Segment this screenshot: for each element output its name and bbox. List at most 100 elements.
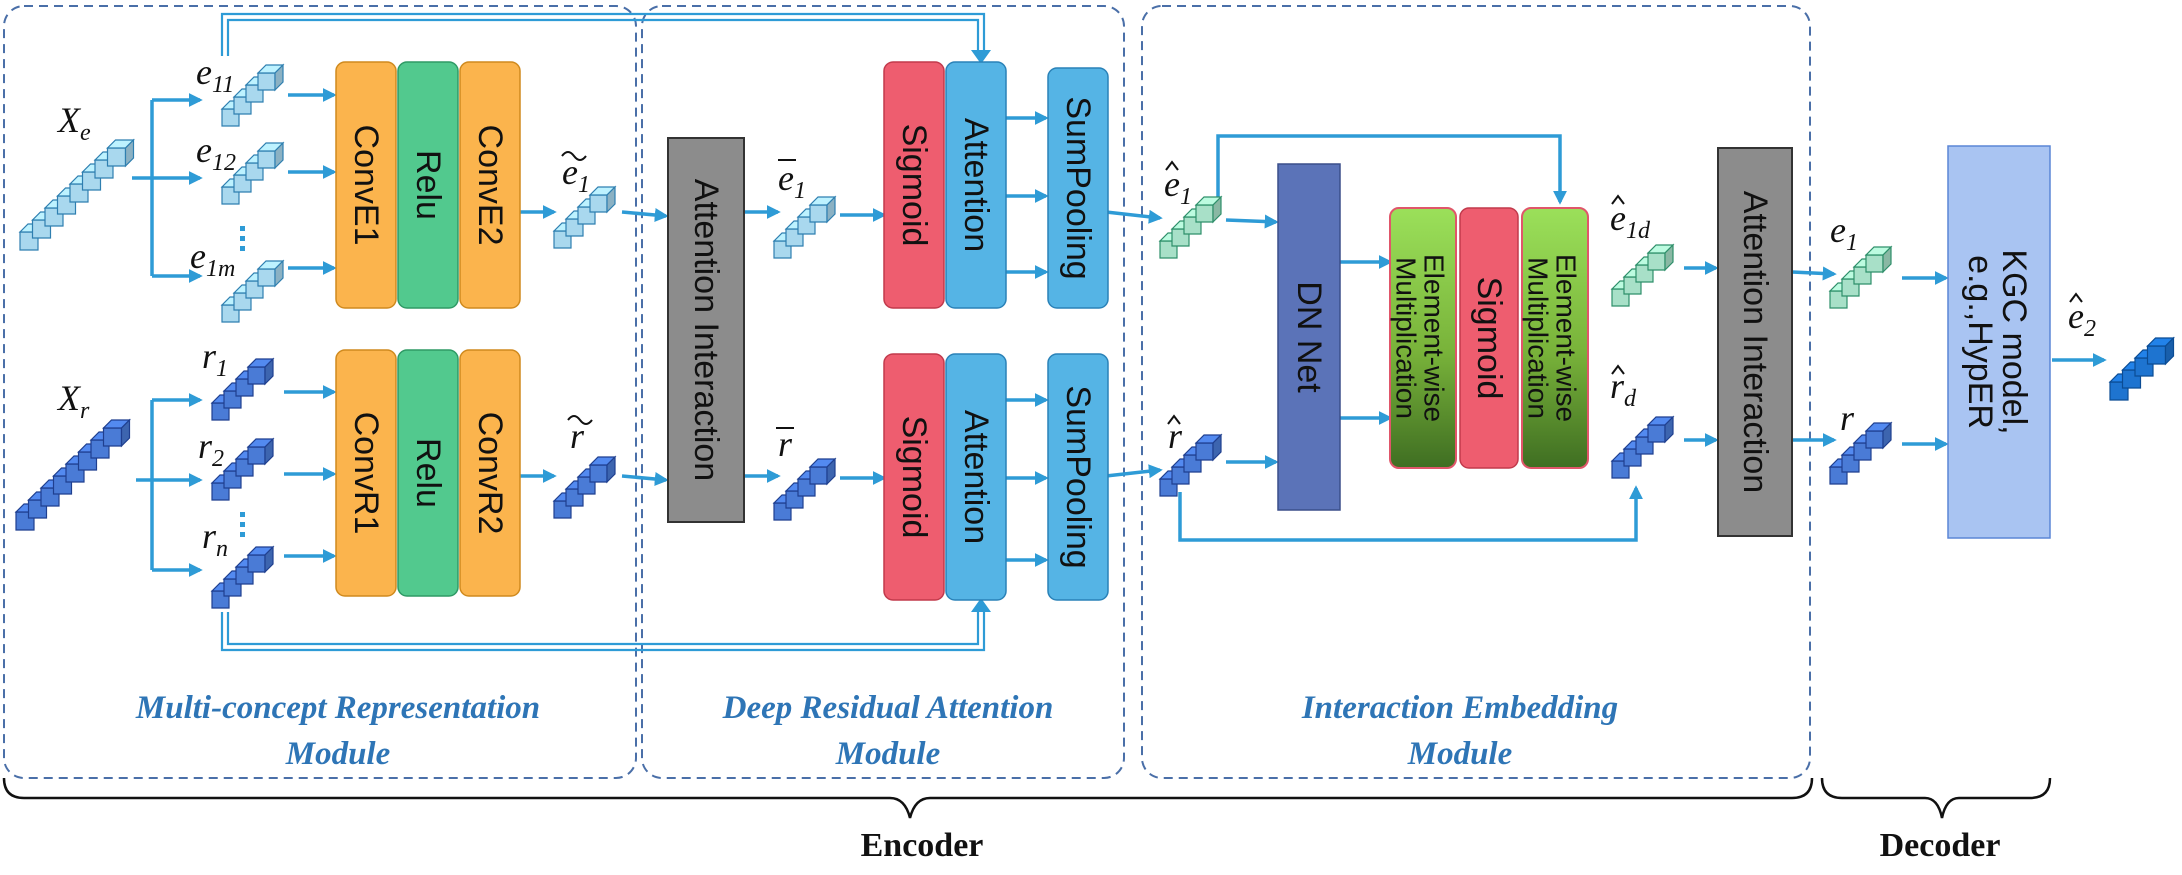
relu-entity-block bbox=[397, 61, 459, 309]
e1m-vector bbox=[220, 259, 285, 323]
e-bar-vector bbox=[772, 195, 837, 259]
residual-line-top-inner bbox=[226, 18, 980, 58]
e2-vector bbox=[2108, 336, 2175, 401]
r1-vector-cube-side bbox=[264, 357, 274, 386]
symbol-e11-main: e bbox=[196, 52, 212, 92]
symbol-r2-main: r bbox=[198, 426, 213, 466]
hat-mark-e1d bbox=[1611, 194, 1625, 205]
hat-mark-e1 bbox=[1165, 160, 1179, 171]
e12-vector bbox=[220, 141, 285, 205]
attention-interaction-2: Attention Interaction bbox=[1717, 147, 1793, 537]
symbol-r1-sub: 1 bbox=[216, 356, 228, 382]
rn-vector bbox=[210, 545, 275, 609]
r-bar-vector bbox=[772, 457, 837, 521]
xr-vector-cube-side bbox=[120, 418, 131, 448]
r-out-vector bbox=[1828, 421, 1893, 485]
xe-branch-line bbox=[132, 100, 154, 276]
e-hat-vector-cube-front bbox=[1195, 204, 1214, 223]
e-hat-vector bbox=[1158, 195, 1223, 259]
symbol-rn-sub: n bbox=[216, 536, 228, 562]
convr2-block bbox=[459, 349, 521, 597]
sigmoid-bottom-block bbox=[883, 353, 945, 601]
r-bar-vector-cube-front bbox=[809, 466, 828, 485]
symbol-e12-sub: 12 bbox=[212, 150, 236, 176]
r-bar-vector-cube-side bbox=[826, 457, 836, 486]
sigmoid-top-block bbox=[883, 61, 945, 309]
dn-net-block bbox=[1277, 163, 1341, 511]
conv-entity-stack: ConvE1 Relu ConvE2 bbox=[335, 61, 521, 309]
symbol-e2: e2 bbox=[2068, 296, 2096, 342]
r-out-vector-cube-side bbox=[1882, 421, 1892, 450]
module-frames bbox=[3, 5, 1811, 779]
e2-vector-cube-side bbox=[2164, 336, 2175, 366]
symbol-e-tilde-sub: 1 bbox=[578, 172, 590, 198]
rn-vector-cube-side bbox=[264, 545, 274, 574]
e11-vector-cube-front bbox=[257, 72, 276, 91]
e1m-vector-cube-side bbox=[274, 259, 284, 288]
symbol-e-hat-sub: 1 bbox=[1180, 184, 1192, 210]
relu-entity-label: Relu bbox=[409, 150, 447, 220]
xr-vector-cube-front bbox=[102, 427, 123, 447]
symbol-e-hat: e1 bbox=[1164, 164, 1192, 210]
e-hat-d-vector-cube-side bbox=[1664, 243, 1674, 272]
e-tilde-vector bbox=[552, 185, 617, 249]
hat-mark-r bbox=[1167, 414, 1181, 425]
arrow-etilde-ai bbox=[621, 208, 669, 222]
sigmoid-interaction-block bbox=[1459, 207, 1519, 469]
symbol-e-bar: e1 bbox=[778, 158, 806, 204]
r1-vector-cube-front bbox=[247, 366, 266, 385]
sigmoid-bottom-label: Sigmoid bbox=[895, 416, 933, 539]
xr-branch-line bbox=[136, 400, 154, 570]
r-out-vector-cube-front bbox=[1865, 430, 1884, 449]
symbol-rn: rn bbox=[202, 516, 228, 562]
elementwise-1-label-line1: Element-wise bbox=[1419, 254, 1450, 422]
elementwise-1-label-line2: Multiplication bbox=[1391, 257, 1422, 419]
symbol-r-bar: r bbox=[778, 424, 793, 464]
multi-concept-title-line1: Multi-concept Representation bbox=[135, 690, 540, 726]
conve2-block bbox=[459, 61, 521, 309]
symbol-e-out-main: e bbox=[1830, 210, 1846, 250]
encoder-brace bbox=[2, 777, 1814, 819]
symbol-r-out: r bbox=[1840, 398, 1855, 438]
symbol-e12: e12 bbox=[196, 130, 236, 176]
symbol-e-bar-sub: 1 bbox=[794, 178, 806, 204]
attention-bottom-label: Attention bbox=[957, 410, 995, 544]
symbol-r-tilde: r bbox=[570, 416, 585, 456]
tilde-mark-e bbox=[561, 151, 587, 161]
symbol-e-bar-main: e bbox=[778, 158, 794, 198]
sigmoid-top-label: Sigmoid bbox=[895, 124, 933, 247]
symbol-e11: e11 bbox=[196, 52, 234, 98]
dn-net-label: DN Net bbox=[1290, 281, 1328, 393]
symbol-e1m: e1m bbox=[190, 236, 235, 282]
ellipsis-dot-entity-3 bbox=[240, 246, 245, 251]
symbol-r-hat-d: rd bbox=[1610, 366, 1637, 412]
r-hat-vector-cube-side bbox=[1212, 433, 1222, 462]
symbol-e-out: e1 bbox=[1830, 210, 1858, 256]
r-hat-vector-cube-front bbox=[1195, 442, 1214, 461]
interaction-module-frame bbox=[1141, 5, 1811, 779]
ellipsis-dot-relation-3 bbox=[240, 532, 245, 537]
residual-attention-top: Sigmoid Attention SumPooling bbox=[883, 61, 1109, 309]
r2-vector-cube-front bbox=[247, 446, 266, 465]
attention-top-block bbox=[945, 61, 1007, 309]
symbol-e2-sub: 2 bbox=[2084, 316, 2096, 342]
convr2-label: ConvR2 bbox=[471, 412, 509, 535]
convr1-label: ConvR1 bbox=[347, 412, 385, 535]
ellipsis-dots bbox=[240, 226, 245, 537]
deep-residual-title-line1: Deep Residual Attention bbox=[722, 690, 1054, 726]
kgc-model-block bbox=[1947, 145, 2051, 539]
attention-interaction-1: Attention Interaction bbox=[667, 137, 745, 523]
kgc-model: KGC model, e.g.,HypER bbox=[1947, 145, 2051, 539]
deep-residual-module-frame bbox=[641, 5, 1125, 779]
rn-vector-cube-front bbox=[247, 554, 266, 573]
hat-mark-e2 bbox=[2069, 292, 2083, 303]
residual-line-bottom-outer bbox=[220, 606, 986, 652]
symbol-r-hat-d-sub: d bbox=[1624, 386, 1637, 412]
symbol-r2-sub: 2 bbox=[212, 446, 224, 472]
multi-concept-module-frame bbox=[3, 5, 637, 779]
e1m-vector-cube-front bbox=[257, 268, 276, 287]
attention-interaction-2-block bbox=[1717, 147, 1793, 537]
sigmoid-interaction-label: Sigmoid bbox=[1470, 277, 1508, 400]
decoder-brace bbox=[1820, 777, 2052, 819]
ellipsis-dot-entity-1 bbox=[240, 226, 245, 231]
